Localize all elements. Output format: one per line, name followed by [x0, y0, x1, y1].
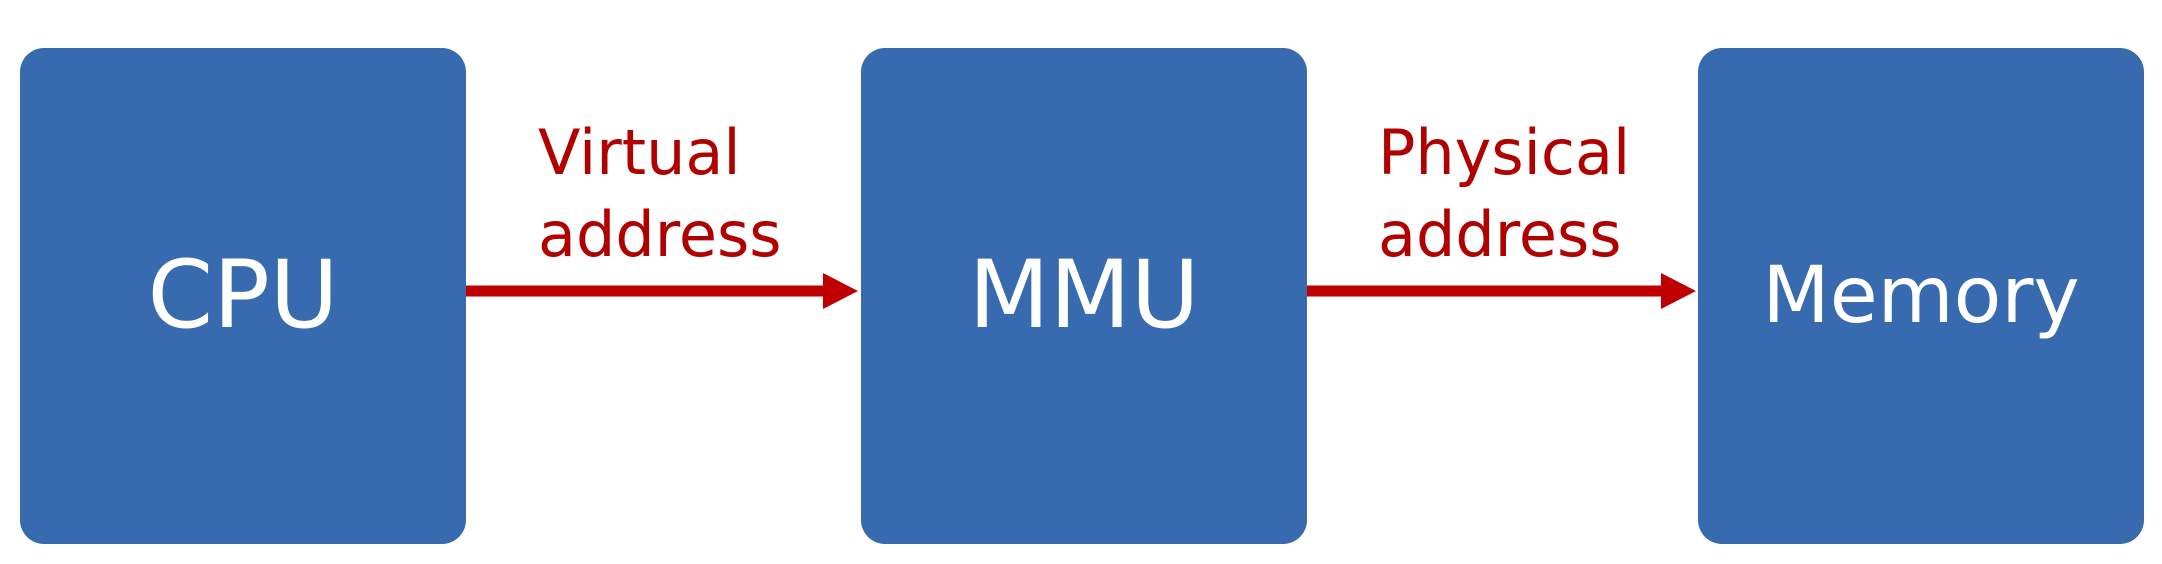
physical-address-label-line2: address — [1378, 198, 1622, 271]
arrow-cpu-to-mmu-head-icon — [823, 273, 858, 309]
memory-block: Memory — [1698, 48, 2144, 544]
arrow-mmu-to-memory-head-icon — [1661, 273, 1696, 309]
physical-address-label-line1: Physical — [1378, 116, 1631, 189]
cpu-label: CPU — [147, 241, 339, 350]
virtual-address-label: Virtual address — [538, 112, 782, 276]
physical-address-label: Physical address — [1378, 112, 1630, 276]
mmu-block: MMU — [861, 48, 1307, 544]
cpu-block: CPU — [20, 48, 466, 544]
virtual-address-label-line2: address — [538, 198, 782, 271]
arrow-mmu-to-memory — [1307, 273, 1696, 309]
virtual-address-label-line1: Virtual — [538, 116, 741, 189]
memory-label: Memory — [1762, 251, 2080, 341]
arrow-cpu-to-mmu — [466, 273, 858, 309]
mmu-label: MMU — [968, 241, 1200, 350]
